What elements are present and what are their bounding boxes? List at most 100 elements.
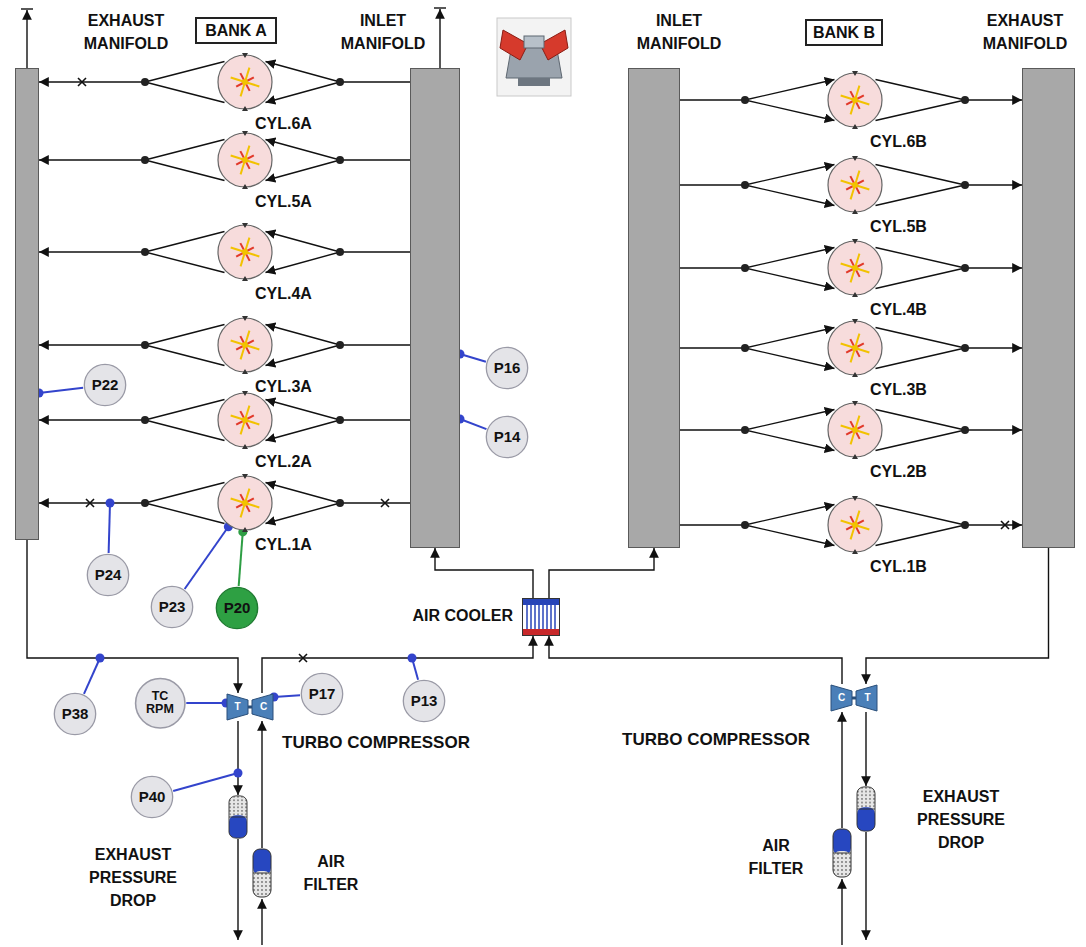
connector (435, 548, 533, 598)
bank-box: BANK B (805, 19, 883, 46)
connector (238, 527, 247, 586)
component-label: EXHAUST PRESSURE DROP (77, 843, 189, 913)
connector (456, 415, 487, 430)
cylinder-symbol (216, 316, 274, 374)
connector (876, 327, 1022, 368)
pipe-line (745, 100, 834, 121)
connector (185, 522, 233, 589)
junction-dot (141, 341, 149, 349)
leader-line (185, 527, 229, 589)
pipe-line (145, 61, 224, 82)
pipe-line (680, 164, 834, 185)
pipe-line (261, 721, 262, 848)
pipe-line (266, 160, 340, 181)
manifold-box: EXHAUST MANIFOLD (15, 68, 39, 540)
cylinder-symbol (216, 131, 274, 189)
connector (876, 409, 1022, 450)
cylinder-label: CYL.5A (255, 190, 345, 213)
pipe-line (876, 409, 965, 430)
cylinder-label: CYL.1B (870, 555, 960, 578)
cylinder: CYL.2A (216, 391, 274, 449)
cylinder-symbol (826, 239, 884, 297)
pipe-line (39, 251, 145, 252)
pipe-line (965, 429, 1022, 430)
air-cooler: AIR COOLER (522, 598, 560, 636)
air-cooler-symbol (522, 598, 560, 636)
cylinder-symbol (216, 53, 274, 111)
connector (876, 504, 1022, 545)
pipe-line (745, 268, 834, 289)
pipe-line (680, 79, 834, 100)
connector (35, 388, 84, 398)
cylinder-label: CYL.4A (255, 282, 345, 305)
callout-circle: P20 (215, 586, 259, 630)
manifold-label: INLET MANIFOLD (625, 9, 733, 55)
pipe-ends (21, 8, 866, 945)
pipe-line (145, 399, 224, 420)
cylinder-label: CYL.4B (870, 298, 960, 321)
turbo-side-letter: T (857, 684, 878, 712)
connector (876, 247, 1022, 288)
callout-circle: P40 (130, 775, 174, 819)
pipe-line (965, 524, 1022, 525)
connector (680, 247, 834, 288)
callout-circle: P22 (83, 363, 127, 407)
connector (266, 139, 410, 180)
pipe-line (145, 324, 224, 345)
connector (39, 231, 224, 272)
pipe-line (876, 247, 965, 268)
junction-dot (336, 341, 344, 349)
connector (266, 61, 410, 102)
junction-dot (741, 426, 749, 434)
pipe-line (876, 79, 965, 100)
bank-box: BANK A (195, 17, 277, 44)
component-label: TURBO COMPRESSOR (560, 728, 810, 753)
pipe-line (145, 345, 224, 366)
connector (680, 164, 834, 205)
probe-dot (106, 499, 115, 508)
connector (680, 327, 834, 368)
connector (866, 712, 867, 786)
probe-dot (96, 654, 105, 663)
pipe-line (266, 503, 340, 524)
junction-dot (741, 521, 749, 529)
pipe-line (145, 139, 224, 160)
leader-line (39, 388, 83, 393)
connector (39, 324, 224, 365)
cylinder-symbol (826, 71, 884, 129)
connector (842, 712, 843, 828)
component-label: EXHAUST PRESSURE DROP (905, 785, 1017, 855)
connector (39, 139, 224, 180)
pipe-line (876, 185, 965, 206)
cylinder-symbol (216, 474, 274, 532)
cylinder-label: CYL.3B (870, 378, 960, 401)
pipe-line (866, 548, 1049, 684)
cylinder-label: CYL.5B (870, 215, 960, 238)
cylinder: CYL.1A (216, 474, 274, 532)
pipe-line (145, 160, 224, 181)
callout-circle: P38 (53, 692, 97, 736)
connector (39, 482, 224, 523)
pipe-line (549, 636, 842, 684)
callout-number: P16 (494, 360, 521, 376)
pipe-line (435, 548, 533, 598)
probe-dot (234, 769, 243, 778)
cylinder-label: CYL.6A (255, 112, 345, 135)
junction-dot (741, 344, 749, 352)
cylinder-symbol (826, 156, 884, 214)
callout-number: P13 (411, 693, 438, 709)
junction-dot (336, 499, 344, 507)
pipe-line (876, 268, 965, 289)
pipe-line (145, 482, 224, 503)
connector (270, 693, 301, 702)
turbo-symbol (830, 684, 878, 712)
connector (262, 636, 533, 693)
pipe-line (145, 420, 224, 441)
callout-circle: P16 (485, 346, 529, 390)
pipe-line (965, 99, 1022, 100)
pipe-line (27, 540, 238, 693)
leader-line (173, 773, 238, 791)
junction-dot (961, 426, 969, 434)
leader-line (239, 532, 243, 586)
junction-dot (141, 416, 149, 424)
